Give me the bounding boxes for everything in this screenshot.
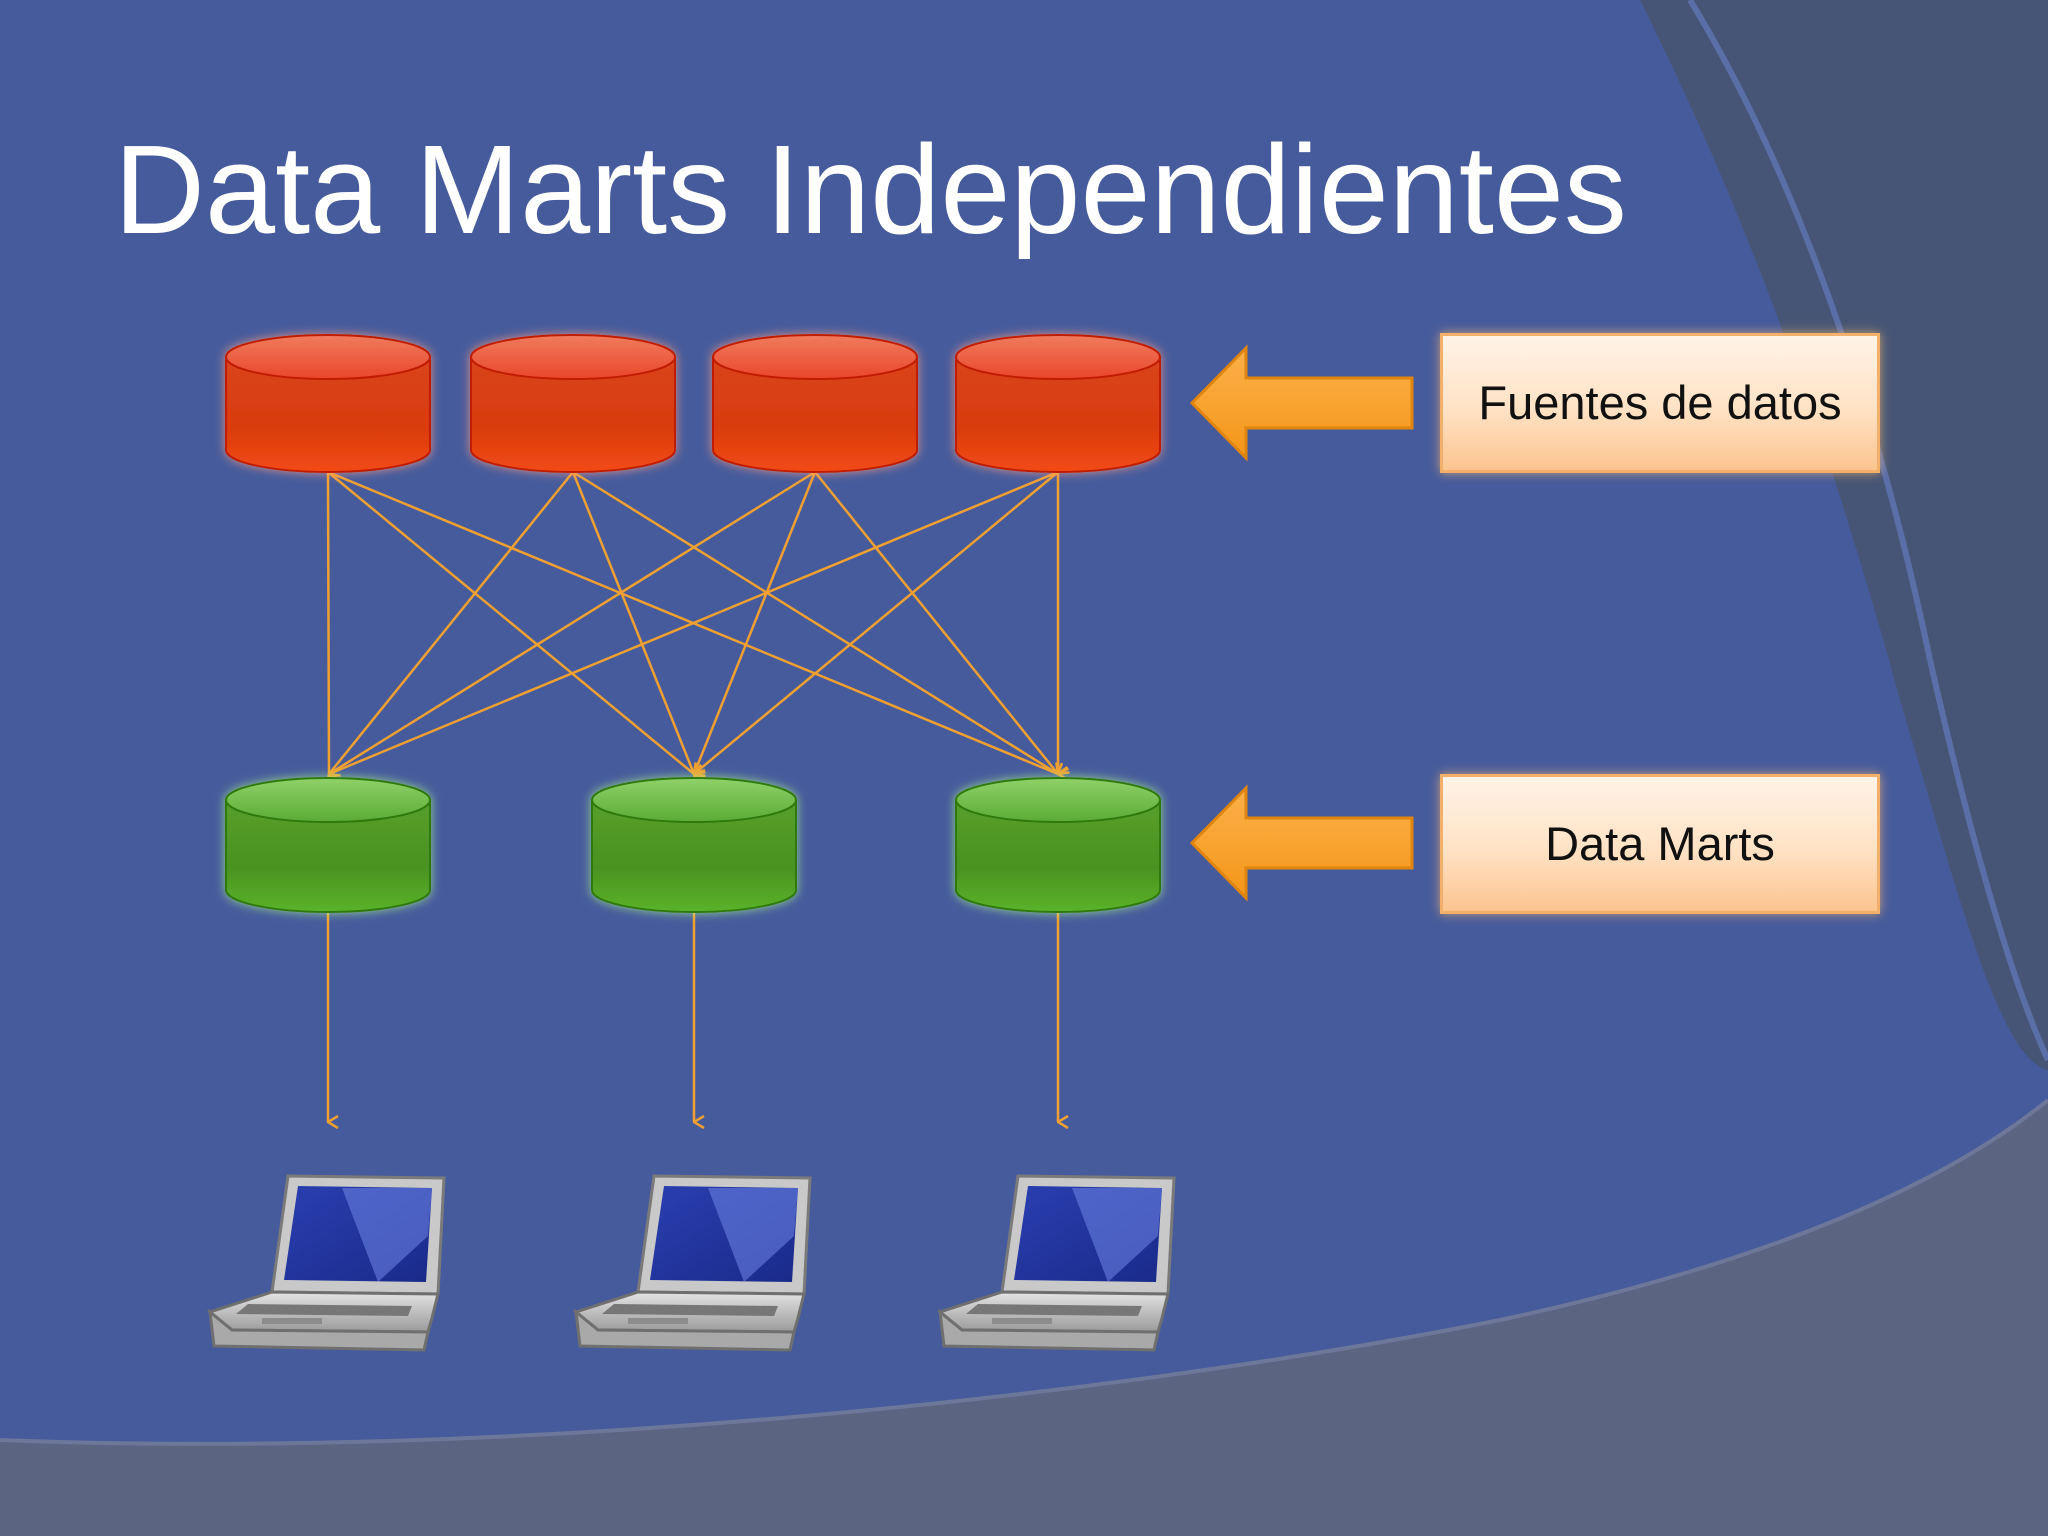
connector-line: [572, 470, 1058, 774]
sources-label-box: Fuentes de datos: [1440, 333, 1880, 473]
data-mart-3: [955, 777, 1161, 913]
laptop-icon: [206, 1174, 446, 1352]
data-mart-2: [591, 777, 797, 913]
arrow-left-icon: [1189, 784, 1414, 902]
data-marts-label-box: Data Marts: [1440, 774, 1880, 914]
connector-line: [571, 471, 694, 774]
source-database-2: [470, 334, 676, 473]
connector-line: [329, 471, 574, 774]
connector-line: [694, 471, 817, 774]
connector-line: [329, 470, 1059, 774]
source-database-3: [712, 334, 918, 473]
connector-lines: [326, 470, 1059, 1122]
laptop-icon: [936, 1174, 1176, 1352]
connector-line: [327, 471, 694, 774]
slide-title: Data Marts Independientes: [114, 119, 1627, 260]
sources-label: Fuentes de datos: [1478, 376, 1842, 430]
source-database-4: [955, 334, 1161, 473]
connector-line: [814, 471, 1058, 774]
connector-line: [329, 470, 816, 774]
laptop-icon: [572, 1174, 812, 1352]
data-marts-label: Data Marts: [1545, 817, 1775, 871]
connector-line: [694, 471, 1059, 774]
arrow-left-icon: [1189, 344, 1414, 462]
connector-line: [326, 471, 329, 774]
data-mart-1: [225, 777, 431, 913]
source-database-1: [225, 334, 431, 473]
